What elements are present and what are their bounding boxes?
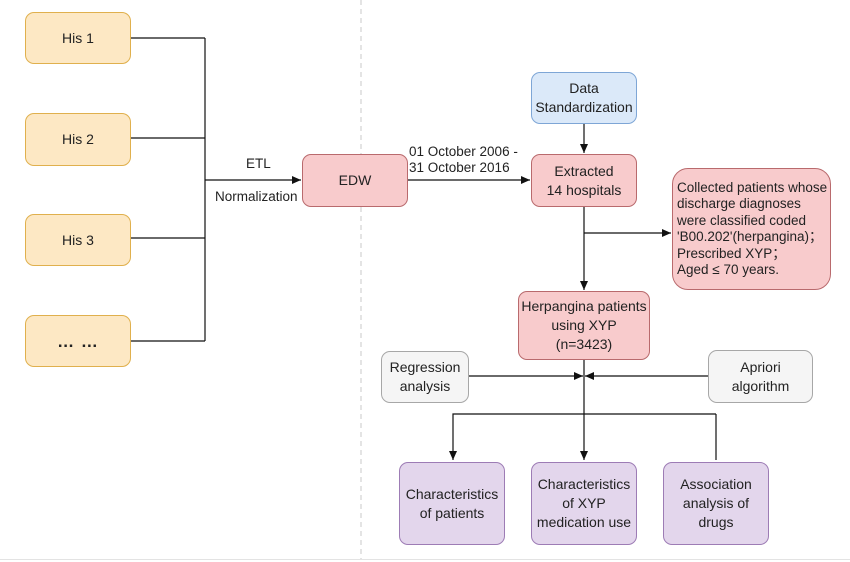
edw-node: EDW xyxy=(302,154,408,207)
source-his-3: His 3 xyxy=(25,214,131,266)
source-his-2: His 2 xyxy=(25,113,131,166)
cohort-node: Herpangina patients using XYP (n=3423) xyxy=(518,291,650,360)
apriori-algorithm-node: Apriori algorithm xyxy=(708,350,813,403)
arrow-to-char-patients xyxy=(449,413,584,460)
regression-analysis-node: Regression analysis xyxy=(381,351,469,403)
extracted-node: Extracted 14 hospitals xyxy=(531,154,637,207)
normalization-label: Normalization xyxy=(215,189,298,204)
sources-connector xyxy=(131,37,206,342)
characteristics-xyp-node: Characteristics of XYP medication use xyxy=(531,462,637,545)
inclusion-criteria-node: Collected patients whose discharge diagn… xyxy=(672,168,831,290)
characteristics-patients-node: Characteristics of patients xyxy=(399,462,505,545)
etl-label: ETL xyxy=(246,156,271,171)
data-standardization-node: Data Standardization xyxy=(531,72,637,124)
date-range-label: 01 October 2006 - 31 October 2016 xyxy=(409,144,518,175)
source-his-1: His 1 xyxy=(25,12,131,64)
association-analysis-node: Association analysis of drugs xyxy=(663,462,769,545)
source-more: … … xyxy=(25,315,131,367)
